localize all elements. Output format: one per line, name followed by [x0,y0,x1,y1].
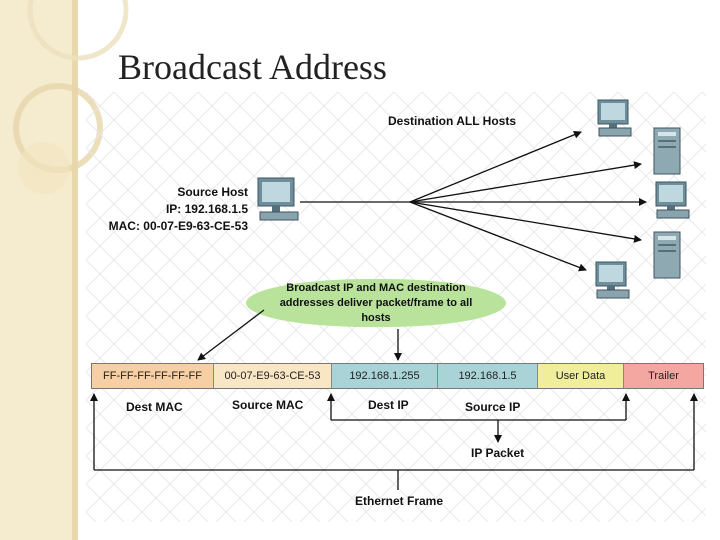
computer-icon [595,261,630,299]
source-host-mac: MAC: 00-07-E9-63-CE-53 [108,219,248,233]
server-icon [653,127,681,175]
side-band-edge [72,0,78,540]
source-ip-label: Source IP [465,400,521,414]
frame-cell-user-data: User Data [538,364,624,388]
source-mac-label: Source MAC [232,398,304,412]
frame-cell-trailer: Trailer [624,364,703,388]
source-host-info: Source Host IP: 192.168.1.5 MAC: 00-07-E… [109,184,248,235]
dest-mac-label: Dest MAC [126,400,183,414]
destination-all-hosts-label: Destination ALL Hosts [388,114,517,128]
ethernet-frame-row: FF-FF-FF-FF-FF-FF 00-07-E9-63-CE-53 192.… [91,363,704,389]
dest-ip-label: Dest IP [368,398,409,412]
frame-cell-dest-ip: 192.168.1.255 [332,364,438,388]
server-icon [653,231,681,279]
broadcast-diagram: Destination ALL Hosts Source Host IP: 19… [86,92,706,522]
slide-title: Broadcast Address [118,47,387,87]
ethernet-frame-label: Ethernet Frame [355,494,444,508]
broadcast-explanation-bubble: Broadcast IP and MAC destination address… [246,279,506,327]
computer-icon [655,181,690,219]
source-host-title: Source Host [177,185,248,199]
computer-icon [257,177,299,221]
ip-packet-label: IP Packet [471,446,525,460]
connection-arrows [90,130,698,490]
frame-cell-source-mac: 00-07-E9-63-CE-53 [214,364,332,388]
frame-cell-dest-mac: FF-FF-FF-FF-FF-FF [92,364,214,388]
frame-cell-source-ip: 192.168.1.5 [438,364,538,388]
source-host-ip: IP: 192.168.1.5 [165,202,248,216]
computer-icon [597,99,632,137]
